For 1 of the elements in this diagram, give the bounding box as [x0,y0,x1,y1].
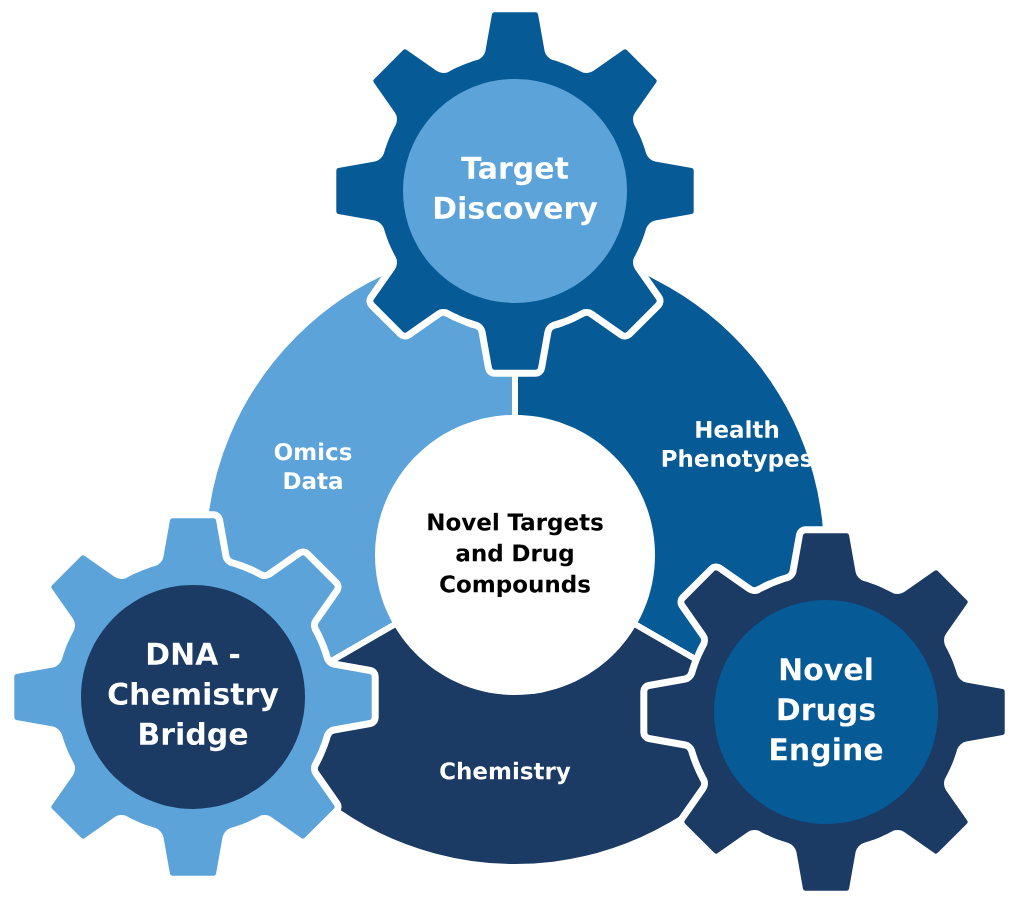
gear: Target Discovery [329,5,701,377]
